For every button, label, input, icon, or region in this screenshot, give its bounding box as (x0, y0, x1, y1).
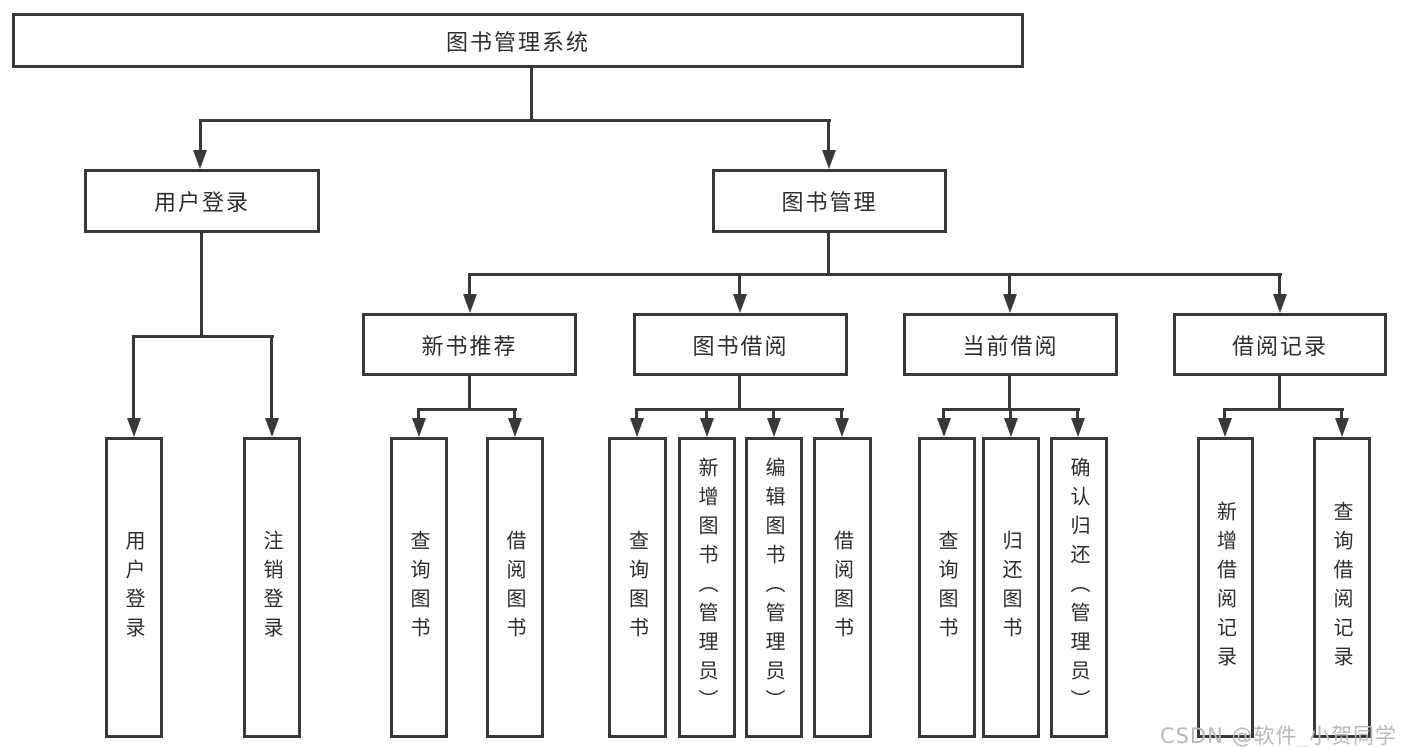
connector-user-login-stem (200, 233, 203, 338)
node-borrow-books-recommend: 借阅图书 (486, 437, 544, 738)
arrow-down-icon (822, 150, 836, 169)
arrow-down-icon (937, 418, 951, 437)
node-borrow-books-borrow: 借阅图书 (813, 437, 872, 738)
connector-book-mgmt-stem (827, 233, 830, 276)
node-query-borrow-record: 查询借阅记录 (1313, 437, 1371, 738)
node-borrow-books-recommend-label: 借阅图书 (503, 529, 527, 646)
connector-leaf-stem (635, 408, 638, 419)
connector-user-login-bus (132, 335, 274, 338)
connector-recommend-stem (468, 376, 471, 411)
connector-to-user-login (199, 119, 202, 152)
node-book-borrowing: 图书借阅 (633, 313, 848, 376)
node-add-books-admin: 新增图书（管理员） (678, 437, 736, 738)
node-query-books-recommend-label: 查询图书 (407, 529, 431, 646)
csdn-watermark: CSDN @软件_小贺同学 (1159, 724, 1397, 747)
node-user-login: 用户登录 (105, 437, 163, 738)
connector-root-bus (199, 119, 831, 122)
arrow-down-icon (700, 418, 714, 437)
node-borrow-books-borrow-label: 借阅图书 (830, 529, 855, 646)
node-confirm-return-admin: 确认归还（管理员） (1050, 437, 1108, 738)
node-book-borrowing-label: 图书借阅 (692, 334, 789, 360)
node-add-borrow-record-label: 新增借阅记录 (1213, 500, 1238, 675)
connector-leaf-stem (840, 408, 843, 419)
node-edit-books-admin: 编辑图书（管理员） (745, 437, 803, 738)
arrow-down-icon (733, 294, 747, 313)
connector-leaf-stem (1340, 408, 1343, 419)
arrow-down-icon (265, 418, 279, 437)
node-current-borrowing-label: 当前借阅 (962, 334, 1059, 360)
connector-leaf-stem (417, 408, 420, 419)
node-new-book-recommend-label: 新书推荐 (421, 334, 518, 360)
node-user-login-label: 用户登录 (122, 529, 146, 646)
node-confirm-return-admin-label: 确认归还（管理员） (1067, 457, 1091, 718)
connector-to-login-leaf (132, 335, 135, 419)
connector-to-new-books (468, 273, 471, 295)
node-root-label: 图书管理系统 (445, 30, 590, 56)
connector-borrowing-stem (738, 376, 741, 411)
arrow-down-icon (127, 418, 141, 437)
node-query-books-borrow-label: 查询图书 (625, 529, 650, 646)
arrow-down-icon (630, 418, 644, 437)
node-logout: 注销登录 (243, 437, 301, 738)
arrow-down-icon (463, 294, 477, 313)
arrow-down-icon (412, 418, 426, 437)
arrow-down-icon (767, 418, 781, 437)
arrow-down-icon (1218, 418, 1232, 437)
node-user-login-group-label: 用户登录 (153, 191, 250, 216)
node-add-borrow-record: 新增借阅记录 (1197, 437, 1254, 738)
connector-leaf-stem (513, 408, 516, 419)
connector-records-stem (1278, 376, 1281, 411)
arrow-down-icon (1335, 418, 1349, 437)
connector-recommend-bus (417, 408, 517, 411)
connector-to-book-mgmt (827, 119, 830, 152)
node-borrowing-records-label: 借阅记录 (1231, 334, 1328, 360)
node-current-borrowing: 当前借阅 (903, 313, 1118, 376)
connector-leaf-stem (1223, 408, 1226, 419)
connector-leaf-stem (1076, 408, 1079, 419)
node-edit-books-admin-label: 编辑图书（管理员） (762, 457, 786, 718)
node-user-login-group: 用户登录 (84, 169, 320, 233)
node-return-books: 归还图书 (982, 437, 1040, 738)
arrow-down-icon (1071, 418, 1085, 437)
node-query-books-current: 查询图书 (918, 437, 976, 738)
arrow-down-icon (1003, 294, 1017, 313)
arrow-down-icon (508, 418, 522, 437)
connector-borrowing-bus (635, 408, 844, 411)
node-return-books-label: 归还图书 (999, 529, 1023, 646)
connector-to-book-borrow (738, 273, 741, 295)
arrow-down-icon (193, 150, 207, 169)
connector-book-mgmt-bus (468, 273, 1282, 276)
connector-leaf-stem (942, 408, 945, 419)
arrow-down-icon (1273, 294, 1287, 313)
connector-leaf-stem (1009, 408, 1012, 419)
node-query-borrow-record-label: 查询借阅记录 (1330, 500, 1354, 675)
connector-leaf-stem (772, 408, 775, 419)
node-query-books-recommend: 查询图书 (390, 437, 448, 738)
node-book-management: 图书管理 (712, 169, 947, 233)
connector-records-bus (1223, 408, 1344, 411)
connector-current-stem (1008, 376, 1011, 411)
node-new-book-recommend: 新书推荐 (362, 313, 577, 376)
node-query-books-current-label: 查询图书 (935, 529, 959, 646)
node-book-management-label: 图书管理 (781, 191, 878, 216)
node-logout-label: 注销登录 (260, 529, 284, 646)
connector-to-current-borrow (1008, 273, 1011, 295)
node-add-books-admin-label: 新增图书（管理员） (695, 457, 719, 718)
connector-leaf-stem (705, 408, 708, 419)
node-borrowing-records: 借阅记录 (1173, 313, 1387, 376)
node-query-books-borrow: 查询图书 (608, 437, 667, 738)
arrow-down-icon (1004, 418, 1018, 437)
connector-to-borrow-records (1278, 273, 1281, 295)
arrow-down-icon (835, 418, 849, 437)
connector-to-logout-leaf (270, 335, 273, 419)
connector-root-stem (530, 68, 533, 122)
node-root: 图书管理系统 (12, 13, 1024, 68)
